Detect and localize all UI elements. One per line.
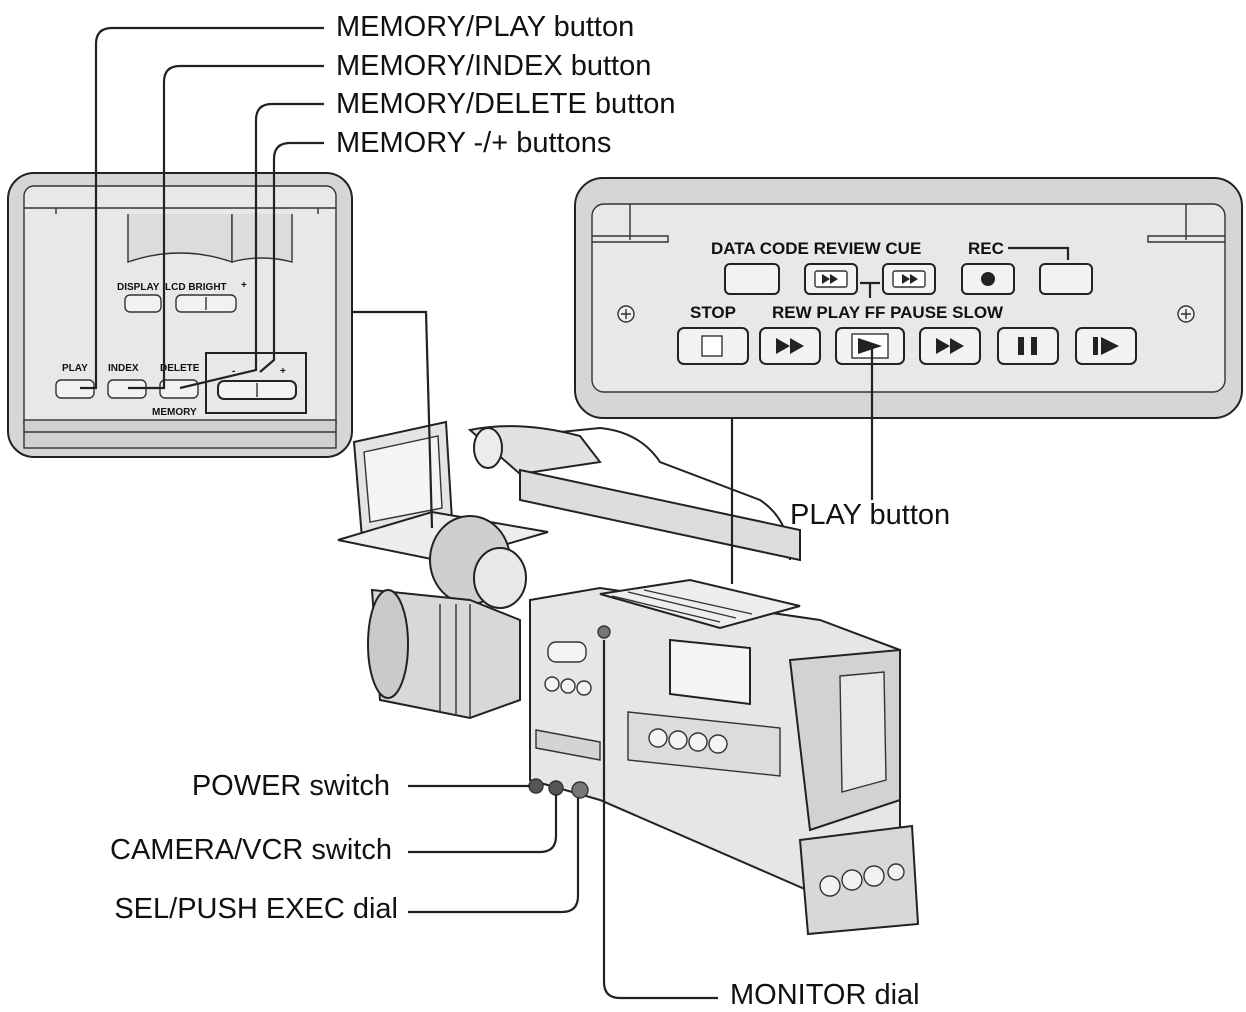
leader-lines — [80, 26, 874, 1000]
memory-index-leader — [128, 64, 324, 390]
stop-label: STOP — [690, 303, 736, 322]
pause-icon — [1018, 337, 1024, 355]
camcorder-illustration — [337, 420, 920, 936]
camera-vcr-switch-callout: CAMERA/VCR switch — [110, 834, 392, 866]
sel-push-exec-dial-leader — [408, 798, 580, 914]
play-label: PLAY — [62, 363, 88, 374]
rew-icon — [776, 338, 804, 354]
right-inset-panel: DATA CODE REVIEW CUE REC STOP REW PLAY F… — [574, 177, 1243, 419]
inset-connectors — [352, 310, 734, 584]
rec-dot-icon — [981, 272, 995, 286]
lcd-bright-plus-label: + — [241, 280, 247, 291]
power-switch-knob — [528, 778, 544, 794]
monitor-dial-callout: MONITOR dial — [730, 979, 920, 1011]
pause-button[interactable] — [997, 327, 1059, 365]
power-switch-callout: POWER switch — [192, 770, 390, 802]
rec-second-button[interactable] — [1039, 263, 1093, 295]
ff-icon — [936, 338, 964, 354]
slow-icon — [1093, 337, 1098, 355]
memory-delete-callout: MEMORY/DELETE button — [336, 88, 676, 120]
monitor-dial-leader — [602, 640, 718, 1000]
memory-play-leader — [80, 26, 324, 390]
display-label: DISPLAY — [117, 282, 160, 293]
play-button-callout: PLAY button — [790, 499, 950, 531]
memory-label: MEMORY — [152, 407, 197, 418]
camera-vcr-switch-leader — [408, 794, 558, 854]
memory-play-callout: MEMORY/PLAY button — [336, 11, 634, 43]
data-code-button[interactable] — [724, 263, 780, 295]
sel-push-exec-dial-callout: SEL/PUSH EXEC dial — [114, 893, 398, 925]
sel-push-exec-dial-knob — [571, 781, 589, 799]
display-button[interactable] — [124, 294, 162, 313]
memory-index-callout: MEMORY/INDEX button — [336, 50, 651, 82]
monitor-dial-knob — [597, 625, 611, 639]
minus-label: - — [232, 366, 235, 377]
camera-vcr-switch-knob — [548, 780, 564, 796]
rec-label: REC — [968, 239, 1004, 258]
memory-minus-plus-leader — [259, 141, 324, 373]
lcd-bright-label: LCD BRIGHT — [165, 282, 227, 293]
play-icon — [858, 338, 882, 354]
stop-icon — [701, 335, 723, 357]
cue-icon — [902, 274, 918, 284]
data-code-review-cue-labels: DATA CODE REVIEW CUE — [711, 239, 921, 258]
left-inset-panel: DISPLAY LCD BRIGHT + PLAY INDEX DELETE -… — [7, 172, 353, 458]
plus-label: + — [280, 366, 286, 377]
transport-labels: REW PLAY FF PAUSE SLOW — [772, 303, 1004, 322]
delete-label: DELETE — [160, 363, 200, 374]
review-icon — [822, 274, 838, 284]
memory-delete-leader — [179, 102, 324, 390]
index-label: INDEX — [108, 363, 139, 374]
memory-delete-button[interactable] — [159, 379, 199, 399]
callout-labels: MEMORY/PLAY button MEMORY/INDEX button M… — [110, 11, 950, 1011]
memory-minus-plus-callout: MEMORY -/+ buttons — [336, 127, 611, 159]
